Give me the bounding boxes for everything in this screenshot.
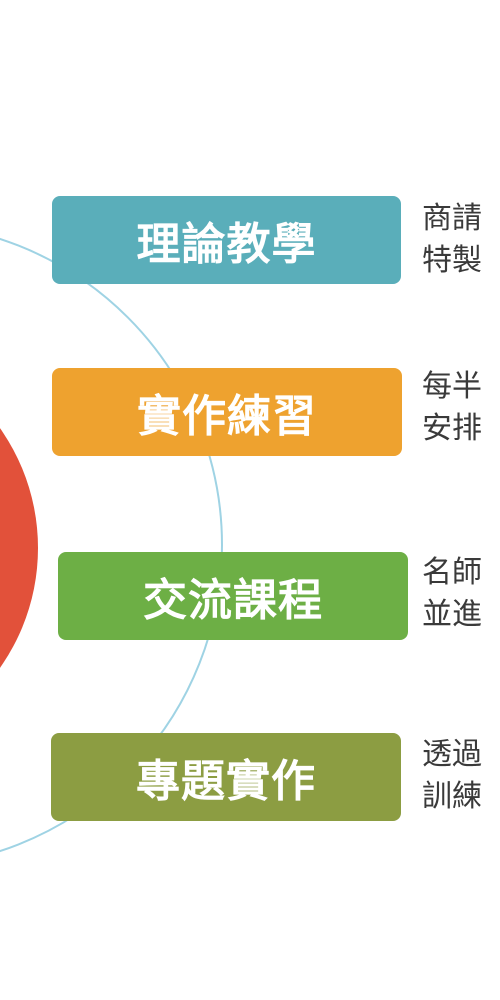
- step-desc-practice-line-2: 安排: [422, 411, 482, 446]
- step-label-project: 專題實作: [136, 756, 316, 807]
- step-desc-exchange-line-2: 並進: [422, 597, 482, 632]
- step-label-theory: 理論教學: [136, 219, 317, 270]
- step-box-theory: 理論教學: [52, 196, 401, 284]
- step-desc-exchange: 名師 並進: [422, 552, 500, 636]
- step-desc-project: 透過 訓練: [422, 734, 500, 818]
- step-desc-exchange-line-1: 名師: [422, 555, 482, 590]
- step-desc-practice: 每半 安排: [422, 366, 500, 450]
- step-box-project: 專題實作: [51, 733, 401, 821]
- step-label-exchange: 交流課程: [143, 575, 323, 626]
- step-desc-theory: 商請 特製: [422, 198, 500, 282]
- step-label-practice: 實作練習: [137, 391, 317, 442]
- step-box-practice: 實作練習: [52, 368, 402, 456]
- step-desc-practice-line-1: 每半: [422, 369, 482, 404]
- center-circle: [0, 428, 38, 668]
- step-desc-project-line-2: 訓練: [422, 779, 482, 814]
- step-desc-project-line-1: 透過: [422, 737, 482, 772]
- step-desc-theory-line-2: 特製: [422, 243, 482, 278]
- outer-ring: [0, 237, 223, 853]
- step-desc-theory-line-1: 商請: [422, 201, 482, 236]
- step-box-exchange: 交流課程: [58, 552, 408, 640]
